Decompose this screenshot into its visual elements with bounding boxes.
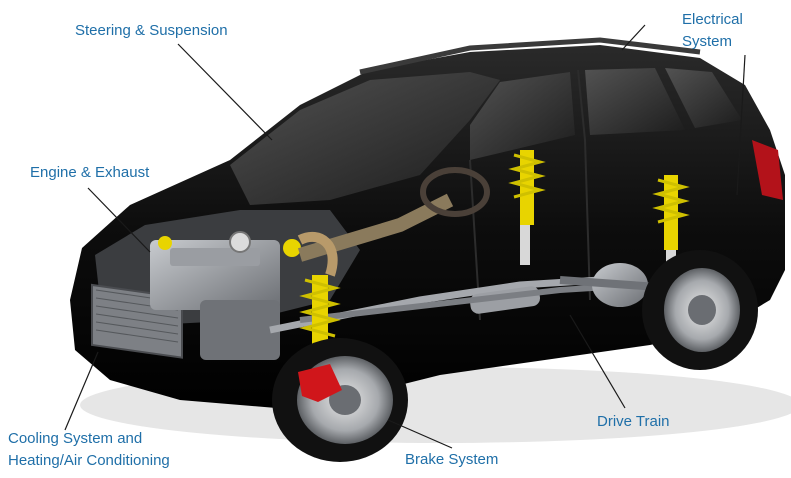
rear-wheel — [642, 250, 758, 370]
brake-caliper — [298, 364, 342, 402]
leader-line-drive — [569, 314, 626, 409]
steering-rack — [297, 231, 338, 277]
steering-wheel — [420, 167, 490, 217]
label-engine-exhaust: Engine & Exhaust — [30, 164, 150, 181]
front-wheel — [272, 338, 408, 462]
label-steering-suspension: Steering & Suspension — [75, 22, 228, 39]
leader-line-engine — [87, 187, 151, 253]
label-cooling-line-2: Heating/Air Conditioning — [8, 452, 170, 469]
front-side-window — [470, 72, 575, 160]
label-electrical-line-2: System — [682, 33, 733, 50]
label-brake-system: Brake System — [405, 451, 499, 468]
roof-rail — [359, 37, 701, 75]
label-drive-train: Drive Train — [597, 413, 670, 430]
label-cooling-heating: Cooling System and Heating/Air Condition… — [8, 428, 170, 472]
label-cooling-line-1: Cooling System and — [8, 430, 143, 447]
label-electrical-system: Electrical System — [682, 9, 743, 53]
engine-block — [150, 231, 301, 360]
leader-line-brake — [387, 419, 453, 449]
rear-suspension-strut — [508, 150, 546, 265]
rear-side-window — [585, 68, 685, 135]
windshield — [230, 72, 500, 205]
leader-line-electrical-2 — [736, 54, 746, 196]
tail-light — [752, 140, 783, 200]
leader-line-cooling — [64, 351, 99, 431]
quarter-window — [665, 68, 742, 128]
leader-line-steering — [177, 43, 273, 141]
label-electrical-line-1: Electrical — [682, 11, 743, 28]
door-seam — [577, 69, 591, 301]
leader-line-electrical — [621, 24, 646, 51]
